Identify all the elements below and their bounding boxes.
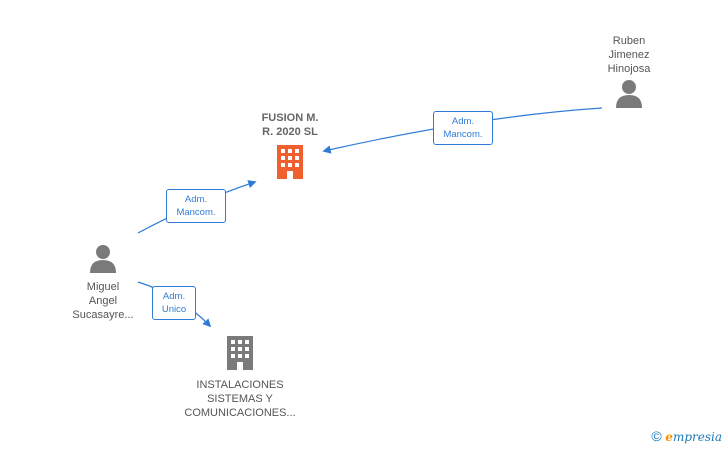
edge-label-line1: Adm. — [162, 291, 186, 302]
copyright-brand: © empresia — [651, 428, 722, 444]
person-icon — [616, 80, 642, 108]
edge-label-line1: Adm. — [451, 116, 475, 127]
building-icon — [227, 336, 253, 370]
building-icon — [277, 145, 303, 179]
edge-label-line1: Adm. — [184, 194, 208, 205]
person-node-ruben[interactable]: Ruben Jimenez Hinojosa — [585, 34, 673, 113]
person-label-miguel: Miguel Angel Sucasayre... — [72, 281, 134, 321]
brand-logo: empresia — [665, 430, 722, 444]
edge-label-ruben-fusion: Adm. Mancom. — [433, 111, 493, 145]
edge-label-line2: Unico — [161, 304, 187, 315]
copyright-icon: © — [651, 428, 662, 444]
edge-label-miguel-instalaciones: Adm. Unico — [152, 286, 196, 320]
edge-label-line2: Mancom. — [176, 207, 216, 218]
company-node-fusion[interactable]: FUSION M. R. 2020 SL — [230, 111, 350, 184]
company-label-fusion: FUSION M. R. 2020 SL — [261, 112, 319, 138]
edge-label-line2: Mancom. — [443, 129, 483, 140]
company-node-instalaciones[interactable]: INSTALACIONES SISTEMAS Y COMUNICACIONES.… — [170, 334, 310, 420]
company-label-instalaciones: INSTALACIONES SISTEMAS Y COMUNICACIONES.… — [184, 379, 296, 419]
person-label-ruben: Ruben Jimenez Hinojosa — [607, 35, 651, 75]
edge-label-miguel-fusion: Adm. Mancom. — [166, 189, 226, 223]
person-node-miguel[interactable]: Miguel Angel Sucasayre... — [58, 243, 148, 322]
person-icon — [90, 245, 116, 273]
